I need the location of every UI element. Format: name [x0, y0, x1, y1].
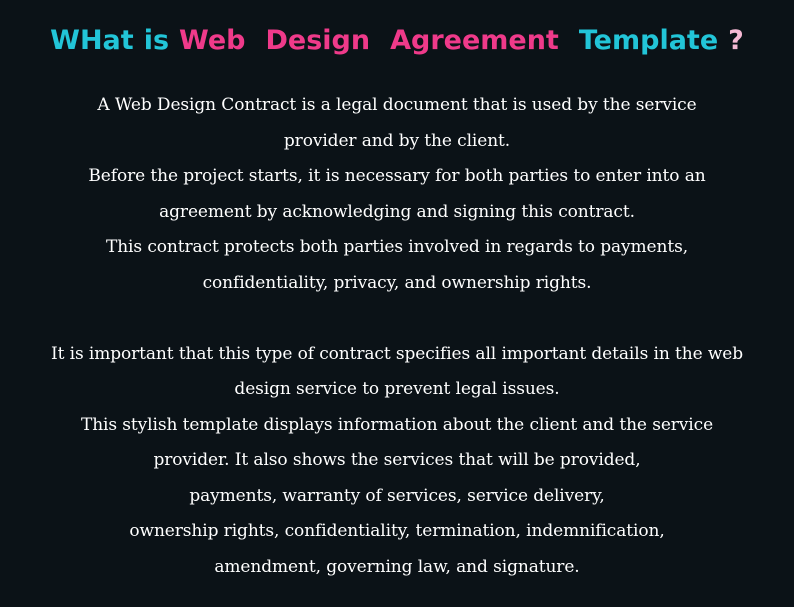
- paragraph-2-line: ownership rights, confidentiality, termi…: [129, 521, 665, 541]
- title-word-web: Web: [179, 25, 246, 56]
- description-text: A Web Design Contract is a legal documen…: [20, 88, 774, 585]
- paragraph-1-line: provider and by the client.: [283, 130, 511, 151]
- paragraph-2-line: It is important that this type of contra…: [50, 343, 744, 364]
- paragraph-2-line: amendment, governing law, and signature.: [214, 556, 580, 577]
- paragraph-2-line: design service to prevent legal issues.: [234, 379, 560, 399]
- paragraph-spacer: [20, 301, 774, 337]
- paragraph-2-line: This stylish template displays informati…: [80, 414, 714, 435]
- title-question-mark: ?: [728, 25, 744, 56]
- title-word-what: WHat: [50, 25, 134, 56]
- title-word-design: Design: [265, 25, 371, 56]
- paragraph-1: A Web Design Contract is a legal documen…: [20, 88, 774, 301]
- paragraph-2-line: payments, warranty of services, service …: [189, 485, 605, 506]
- title-word-agreement: Agreement: [390, 25, 559, 56]
- paragraph-1-line: This contract protects both parties invo…: [105, 237, 689, 257]
- title-word-template: Template: [578, 25, 719, 56]
- paragraph-1-line: Before the project starts, it is necessa…: [88, 166, 706, 186]
- paragraph-2: It is important that this type of contra…: [20, 337, 774, 586]
- paragraph-1-line: confidentiality, privacy, and ownership …: [202, 272, 592, 293]
- paragraph-1-line: agreement by acknowledging and signing t…: [159, 201, 635, 222]
- paragraph-1-line: A Web Design Contract is a legal documen…: [97, 95, 697, 115]
- title-word-is: is: [143, 25, 170, 56]
- paragraph-2-line: provider. It also shows the services tha…: [153, 450, 641, 470]
